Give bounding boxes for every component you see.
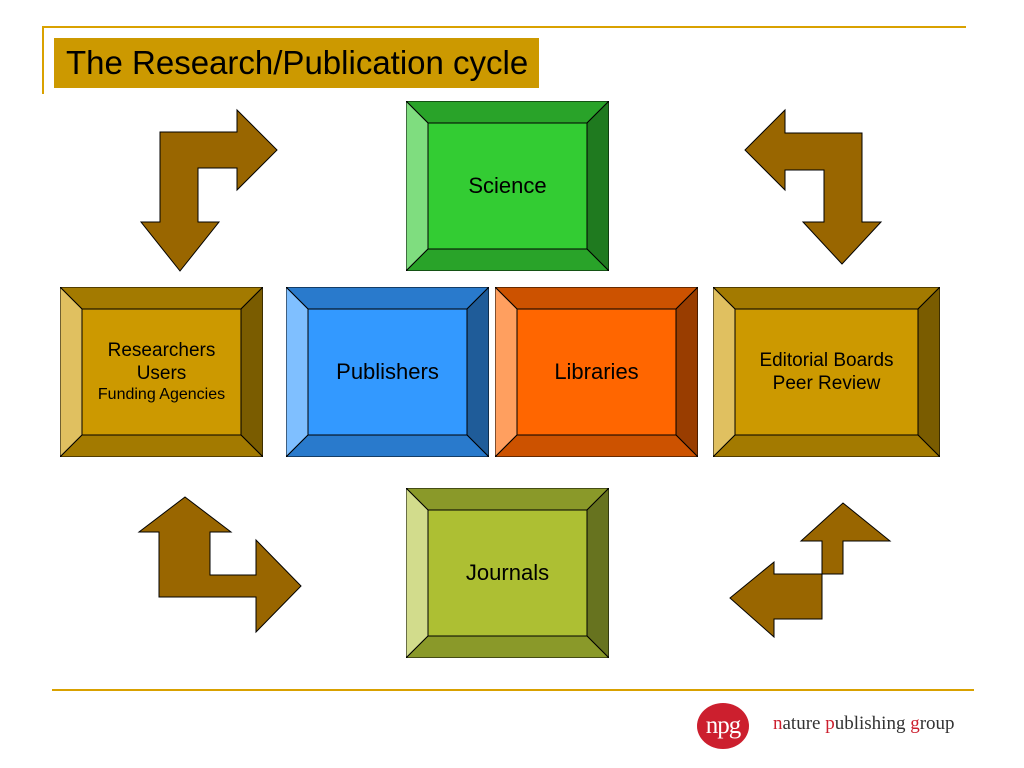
arrow-top-left-icon xyxy=(139,108,278,272)
arrow-top-right-icon xyxy=(744,108,883,265)
title-banner: The Research/Publication cycle xyxy=(54,38,539,88)
footer-line xyxy=(52,689,974,691)
science-box: Science xyxy=(406,101,609,271)
frame-top-line xyxy=(42,26,966,28)
editorial-box: Editorial Boards Peer Review xyxy=(713,287,940,457)
journals-box: Journals xyxy=(406,488,609,658)
npg-logo: npg nature publishing group xyxy=(697,703,977,749)
frame-left-line xyxy=(42,26,44,94)
npg-logo-mark: npg xyxy=(697,703,749,749)
publishers-box: Publishers xyxy=(286,287,489,457)
researchers-label: Researchers xyxy=(107,340,216,361)
logo-wordmark: nature publishing group xyxy=(773,713,955,734)
researchers-box: Researchers Users Funding Agencies xyxy=(60,287,263,457)
arrow-bottom-right-icon xyxy=(729,502,892,639)
libraries-box: Libraries xyxy=(495,287,698,457)
editorial-boards-label: Editorial Boards xyxy=(759,350,894,371)
users-label: Users xyxy=(136,363,187,384)
publishers-label: Publishers xyxy=(336,359,439,384)
arrow-bottom-left-icon xyxy=(137,496,302,634)
peer-review-label: Peer Review xyxy=(772,373,881,394)
libraries-label: Libraries xyxy=(554,359,639,384)
funding-agencies-label: Funding Agencies xyxy=(97,386,226,403)
journals-label: Journals xyxy=(465,560,550,585)
science-label: Science xyxy=(468,173,547,198)
page-title: The Research/Publication cycle xyxy=(66,44,529,81)
